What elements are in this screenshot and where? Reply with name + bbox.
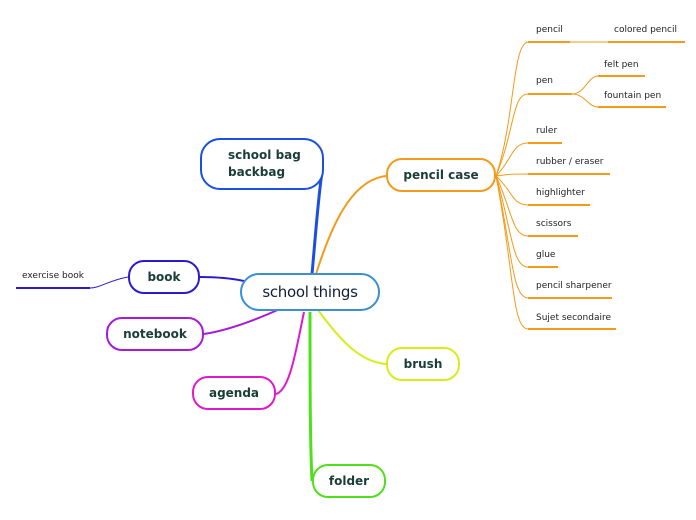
branch-notebook[interactable]: notebook [106,317,204,351]
leaf-felt-pen[interactable]: felt pen [604,60,639,70]
leaf-exercise-book[interactable]: exercise book [22,271,84,281]
book-label: book [147,270,181,284]
link-pencil-case [315,175,387,275]
link-school-bag [310,171,324,275]
leaf-fountain-pen[interactable]: fountain pen [604,91,662,101]
school-bag-line1: school bag [228,148,301,162]
leaf-highlighter[interactable]: highlighter [536,188,585,198]
leaf-sujet-secondaire[interactable]: Sujet secondaire [536,313,611,323]
leaf-pen[interactable]: pen [536,76,553,86]
branch-school-bag[interactable]: school bag backbag [200,138,324,190]
leaf-pencil-sharpener[interactable]: pencil sharpener [536,281,612,291]
leaf-scissors[interactable]: scissors [536,219,572,229]
branch-folder[interactable]: folder [312,464,386,498]
notebook-label: notebook [123,327,187,341]
link-agenda [275,311,305,395]
leaf-rubber-eraser[interactable]: rubber / eraser [536,157,604,167]
branch-brush[interactable]: brush [386,347,460,381]
branch-book[interactable]: book [128,260,200,294]
root-label: school things [262,283,358,301]
pencil-case-label: pencil case [403,168,479,182]
leaf-colored-pencil[interactable]: colored pencil [614,25,677,35]
link-folder [308,311,314,482]
root-node-school-things[interactable]: school things [240,273,380,311]
leaf-pencil[interactable]: pencil [536,25,563,35]
link-notebook [203,307,283,335]
agenda-label: agenda [208,386,260,400]
link-book [199,276,245,282]
leaf-glue[interactable]: glue [536,250,556,260]
leaf-ruler[interactable]: ruler [536,126,558,136]
folder-label: folder [328,474,370,488]
link-exercise-book [89,276,129,289]
branch-pencil-case[interactable]: pencil case [386,158,496,192]
branch-agenda[interactable]: agenda [192,376,276,410]
school-bag-line2: backbag [228,165,286,179]
brush-label: brush [403,357,443,371]
link-brush [317,309,387,365]
